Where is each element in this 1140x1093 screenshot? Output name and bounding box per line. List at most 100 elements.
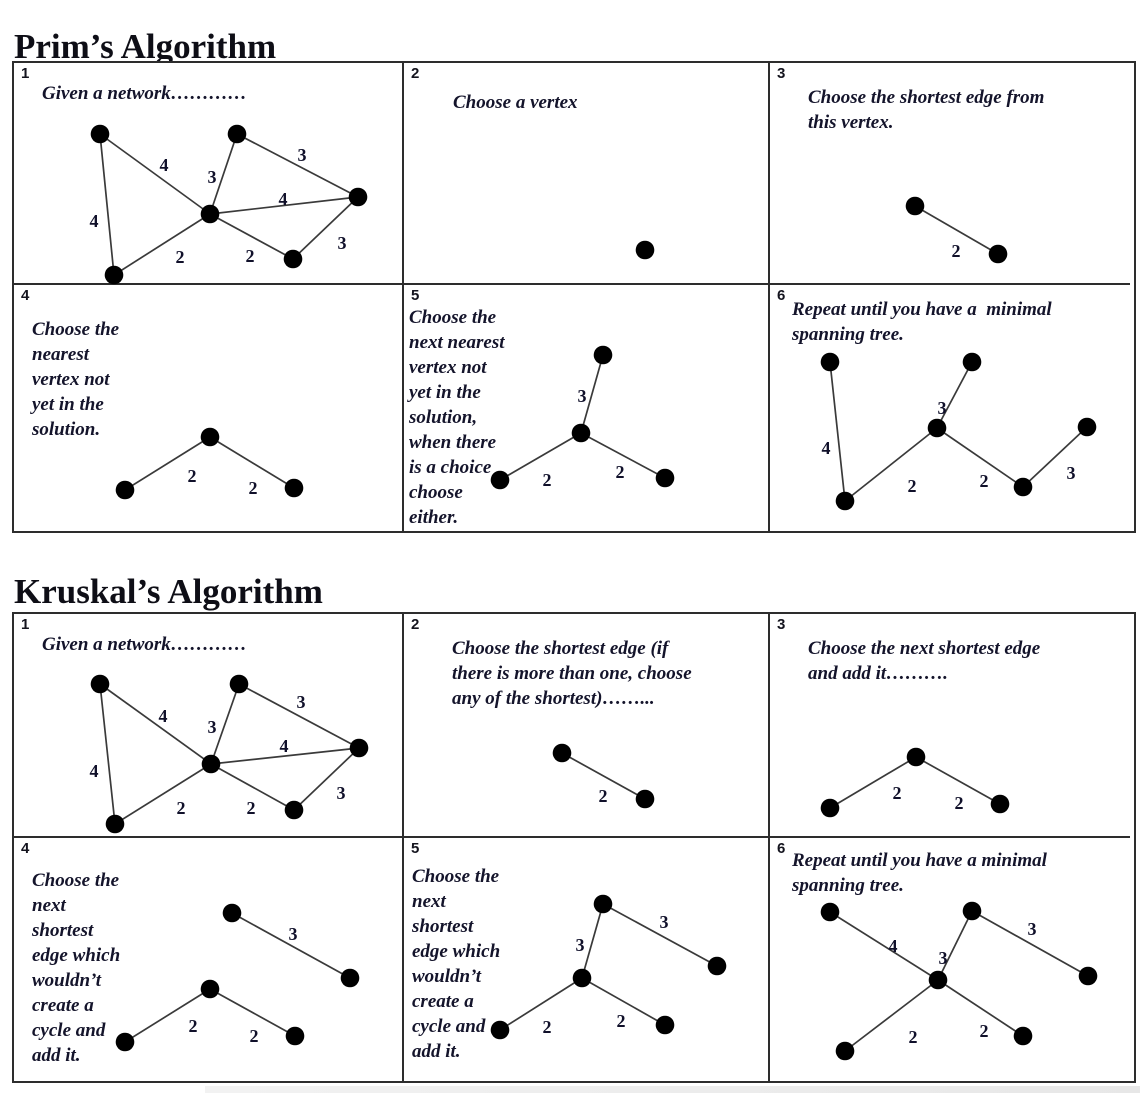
step-instruction: Choose a vertex xyxy=(453,92,578,113)
edge-weight-label: 2 xyxy=(909,1027,918,1047)
edge-weight-label: 3 xyxy=(337,783,346,803)
step-number: 6 xyxy=(777,840,786,857)
step-instruction: Given a network………… xyxy=(42,83,247,104)
kruskals-step-3: 3 Choose the next shortest edge and add … xyxy=(770,614,1130,838)
graph-vertex xyxy=(572,968,592,988)
step-instruction: Choose the next shortest edge which woul… xyxy=(412,866,501,1062)
edge-weight-label: 3 xyxy=(660,912,669,932)
network-graph: 2 xyxy=(905,196,1008,264)
graph-edge xyxy=(209,133,238,215)
graph-vertex xyxy=(635,240,655,260)
graph-edge xyxy=(915,756,1001,805)
graph-edge xyxy=(829,911,939,981)
edge-weight-label: 2 xyxy=(599,786,608,806)
edge-weight-label: 4 xyxy=(279,189,288,209)
graph-vertex xyxy=(115,1032,135,1052)
step-number: 6 xyxy=(777,287,786,304)
network-graph: 2 xyxy=(552,743,655,809)
graph-vertex xyxy=(285,1026,305,1046)
graph-edge xyxy=(499,432,582,481)
graph-vertex xyxy=(284,800,304,820)
graph-edge xyxy=(209,196,359,215)
graph-edge xyxy=(124,436,211,491)
edge-weight-label: 4 xyxy=(280,736,289,756)
graph-vertex xyxy=(820,902,840,922)
graph-vertex xyxy=(655,468,675,488)
step-instruction: Choose the shortest edge from this verte… xyxy=(808,87,1045,133)
graph-vertex xyxy=(200,204,220,224)
graph-edge xyxy=(580,432,666,479)
step-number: 4 xyxy=(21,840,30,857)
edge-weight-label: 3 xyxy=(1028,919,1037,939)
prims-step-4: 4 Choose the nearest vertex not yet in t… xyxy=(14,285,404,531)
graph-vertex xyxy=(1013,1026,1033,1046)
edge-weight-label: 4 xyxy=(90,211,99,231)
graph-vertex xyxy=(593,894,613,914)
network-graph: 22 xyxy=(115,427,304,500)
graph-edge xyxy=(236,133,359,198)
step-number: 1 xyxy=(21,65,30,82)
graph-edge xyxy=(238,683,360,749)
graph-edge xyxy=(936,361,973,429)
graph-vertex xyxy=(349,738,369,758)
graph-vertex xyxy=(928,970,948,990)
graph-vertex xyxy=(348,187,368,207)
step-instruction: Choose the nearest vertex not yet in the… xyxy=(32,319,120,440)
edge-weight-label: 4 xyxy=(889,936,898,956)
graph-edge xyxy=(580,354,604,434)
graph-edge xyxy=(99,133,115,276)
graph-vertex xyxy=(283,249,303,269)
edge-weight-label: 2 xyxy=(617,1011,626,1031)
step-number: 3 xyxy=(777,616,786,633)
graph-vertex xyxy=(707,956,727,976)
graph-edge xyxy=(210,683,240,765)
graph-vertex xyxy=(571,423,591,443)
edge-weight-label: 2 xyxy=(189,1016,198,1036)
graph-edge xyxy=(1022,426,1088,488)
graph-vertex xyxy=(906,747,926,767)
step-number: 2 xyxy=(411,65,420,82)
graph-edge xyxy=(209,988,296,1037)
edge-weight-label: 3 xyxy=(938,398,947,418)
graph-edge xyxy=(293,747,360,811)
edge-weight-label: 2 xyxy=(250,1026,259,1046)
graph-vertex xyxy=(552,743,572,763)
edge-weight-label: 4 xyxy=(159,706,168,726)
graph-edge xyxy=(971,910,1089,977)
prims-step-6: 6 Repeat until you have a minimal spanni… xyxy=(770,285,1130,531)
edge-weight-label: 4 xyxy=(160,155,169,175)
graph-vertex xyxy=(1013,477,1033,497)
graph-vertex xyxy=(90,124,110,144)
edge-weight-label: 2 xyxy=(616,462,625,482)
graph-edge xyxy=(209,436,295,489)
step-instruction: Repeat until you have a minimal spanning… xyxy=(792,850,1047,896)
edge-weight-label: 3 xyxy=(298,145,307,165)
graph-edge xyxy=(937,979,1024,1037)
graph-vertex xyxy=(1078,966,1098,986)
kruskals-title: Kruskal’s Algorithm xyxy=(14,572,323,612)
step-instruction: Choose the shortest edge (if there is mo… xyxy=(452,638,692,709)
graph-vertex xyxy=(90,674,110,694)
graph-edge xyxy=(499,977,583,1031)
prims-step-2: 2 Choose a vertex xyxy=(404,63,770,285)
graph-edge xyxy=(114,763,212,825)
graph-edge xyxy=(937,910,973,981)
edge-weight-label: 3 xyxy=(576,935,585,955)
graph-edge xyxy=(844,427,938,502)
step-instruction: Choose the next shortest edge and add it… xyxy=(808,638,1041,684)
graph-edge xyxy=(99,133,211,215)
edge-weight-label: 3 xyxy=(208,167,217,187)
graph-vertex xyxy=(200,427,220,447)
graph-edge xyxy=(124,988,211,1043)
graph-vertex xyxy=(655,1015,675,1035)
graph-vertex xyxy=(340,968,360,988)
step-number: 5 xyxy=(411,840,420,857)
graph-vertex xyxy=(635,789,655,809)
kruskals-step-2: 2 Choose the shortest edge (if there is … xyxy=(404,614,770,838)
graph-vertex xyxy=(222,903,242,923)
